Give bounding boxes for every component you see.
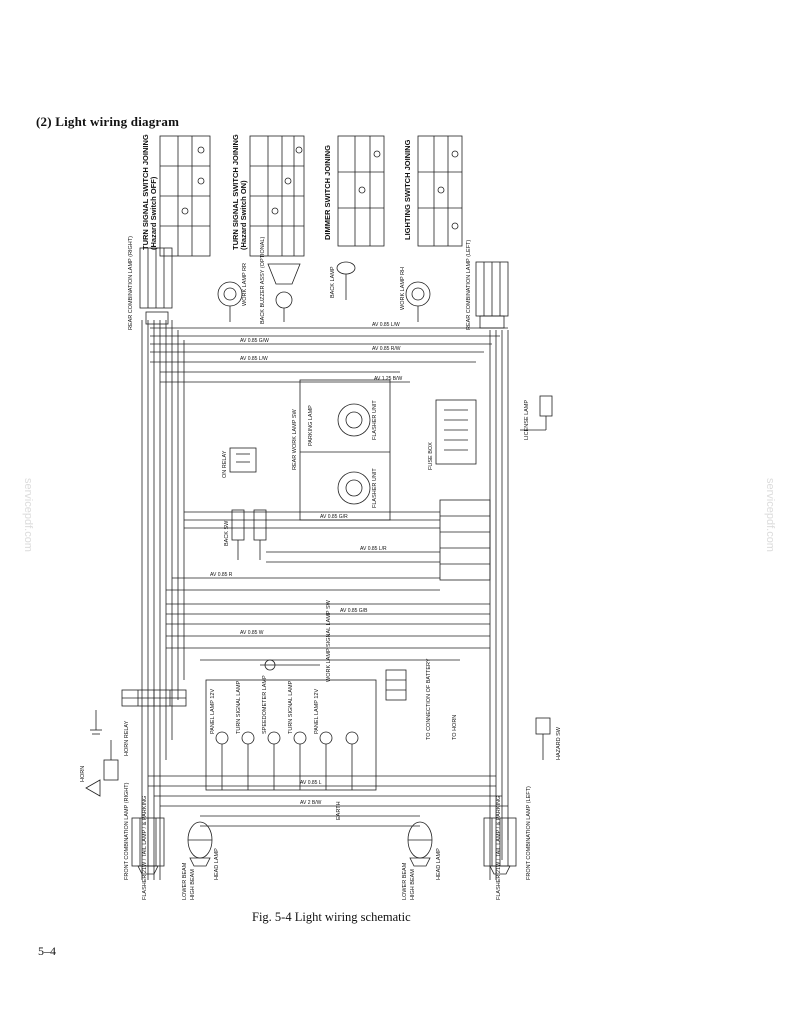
label-fuse-box: FUSE BOX — [428, 442, 434, 470]
work-lamp-rh — [405, 281, 431, 322]
page-number: 5–4 — [38, 944, 56, 958]
label-connection-b: TO CONNECTION OF BATTERY — [426, 658, 432, 740]
work-lamp-signal-sw — [200, 659, 460, 671]
front-combination-lamp-right — [131, 817, 165, 867]
table-label-turn-off: TURN SIGNAL SWITCH JOINING — [141, 134, 150, 250]
flasher-unit-1 — [337, 403, 371, 437]
wire-label: AV 0.85 L/W — [372, 322, 400, 328]
table-turn-signal-on — [249, 135, 305, 257]
wire-label: AV 0.85 G/B — [340, 608, 368, 614]
table-dimmer-switch — [337, 135, 385, 247]
wire-label: AV 0.85 R — [210, 572, 233, 578]
label-work-lamp-rh: WORK LAMP RH — [400, 267, 406, 310]
license-lamp — [520, 395, 553, 431]
label-relay: ON RELAY — [222, 450, 228, 478]
label-rear-combo-right: REAR COMBINATION LAMP (RIGHT) — [128, 236, 134, 330]
label-lower-beam-left: LOWER BEAM — [402, 862, 408, 900]
label-rear-work-sw: REAR WORK LAMP SW — [292, 408, 298, 470]
label-earth: EARTH — [336, 801, 342, 820]
junction-block-right — [439, 499, 491, 581]
head-lamp-right — [187, 821, 213, 859]
wire-label: AV 2 B/W — [300, 800, 322, 806]
wire-label: AV 0.85 G/R — [320, 514, 348, 520]
label-panel-lamp-2: PANEL LAMP 12V — [314, 689, 320, 734]
label-speedometer-lamp: SPEEDOMETER LAMP — [262, 675, 268, 734]
panel-lamp-row — [205, 679, 377, 791]
table-sublabel-turn-off: (Hazard Switch OFF) — [149, 176, 158, 250]
wire-label: AV 0.85 L/W — [240, 356, 268, 362]
label-flasher-tail-left: FLASHER 21W / TAIL LAMP / & PARKING — [496, 796, 502, 900]
horn — [85, 779, 101, 797]
flasher-unit-2 — [337, 471, 371, 505]
table-lighting-switch — [417, 135, 463, 247]
lamp-bases — [137, 857, 511, 875]
label-flasher-1: FLASHER UNIT — [372, 400, 378, 440]
back-lamp — [336, 261, 356, 300]
label-hazard-sw: HAZARD SW — [556, 726, 562, 760]
rear-combination-lamp-right — [139, 247, 173, 325]
wire-label: AV 0.85 L — [300, 780, 322, 786]
table-sublabel-turn-on: (Hazard Switch ON) — [239, 180, 248, 250]
wire-label: AV 0.85 G/W — [240, 338, 269, 344]
label-work-signal-sw: WORK LAMP SIGNAL LAMP SW — [326, 599, 332, 682]
label-turn-signal-lamp-2: TURN SIGNAL LAMP — [288, 680, 294, 734]
horn-relay — [103, 740, 119, 781]
label-horn-relay: HORN RELAY — [124, 720, 130, 756]
label-head-lamp-left: HEAD LAMP — [436, 848, 442, 880]
label-high-beam-left: HIGH BEAM — [410, 869, 416, 900]
lighting-relay — [229, 447, 257, 473]
wire-label: AV 0.85 W — [240, 630, 264, 636]
label-flasher-2: FLASHER UNIT — [372, 468, 378, 508]
front-combination-lamp-left — [483, 817, 517, 867]
label-front-combo-right: FRONT COMBINATION LAMP (RIGHT) — [124, 782, 130, 880]
table-label-turn-on: TURN SIGNAL SWITCH JOINING — [231, 134, 240, 250]
label-back-buzzer: BACK BUZZER ASSY (OPTIONAL) — [260, 237, 266, 324]
connector-right — [385, 669, 407, 701]
hazard-sw — [535, 717, 551, 760]
label-front-combo-left: FRONT COMBINATION LAMP (LEFT) — [526, 786, 532, 880]
table-label-dimmer: DIMMER SWITCH JOINING — [323, 145, 332, 240]
work-lamp-rr — [217, 281, 243, 322]
label-turn-signal-lamp: TURN SIGNAL LAMP — [236, 680, 242, 734]
back-buzzer — [267, 263, 301, 322]
label-back-lamp: BACK LAMP — [330, 266, 336, 298]
label-license-lamp: LICENSE LAMP — [524, 400, 530, 440]
label-work-lamp-rr: WORK LAMP RR — [242, 263, 248, 306]
label-flasher-tail-right: FLASHER 21W / TAIL LAMP / & PARKING — [142, 796, 148, 900]
wire-label: AV 1.25 B/W — [374, 376, 403, 382]
label-horn: HORN — [80, 766, 86, 782]
label-high-beam-right: HIGH BEAM — [190, 869, 196, 900]
page-title: (2) Light wiring diagram — [36, 114, 180, 129]
head-lamp-left — [407, 821, 433, 859]
label-panel-lamp-1: PANEL LAMP 12V — [210, 689, 216, 734]
label-back-sw: BACK SW — [224, 520, 230, 546]
connector-left — [121, 689, 187, 707]
label-rear-combo-left: REAR COMBINATION LAMP (LEFT) — [466, 240, 472, 330]
fuse-box — [435, 399, 477, 465]
figure-caption: Fig. 5-4 Light wiring schematic — [252, 910, 411, 924]
wire-label: AV 0.85 L/R — [360, 546, 387, 552]
table-label-lighting: LIGHTING SWITCH JOINING — [403, 139, 412, 240]
wire-label: AV 0.85 R/W — [372, 346, 401, 352]
rear-combination-lamp-left — [475, 261, 509, 329]
label-lower-beam-right: LOWER BEAM — [182, 862, 188, 900]
label-head-lamp-right: HEAD LAMP — [214, 848, 220, 880]
label-parking-lamp: PARKING LAMP — [308, 405, 314, 446]
table-turn-signal-off — [159, 135, 211, 257]
back-sw — [231, 509, 267, 560]
label-to-horn: TO HORN — [452, 715, 458, 740]
